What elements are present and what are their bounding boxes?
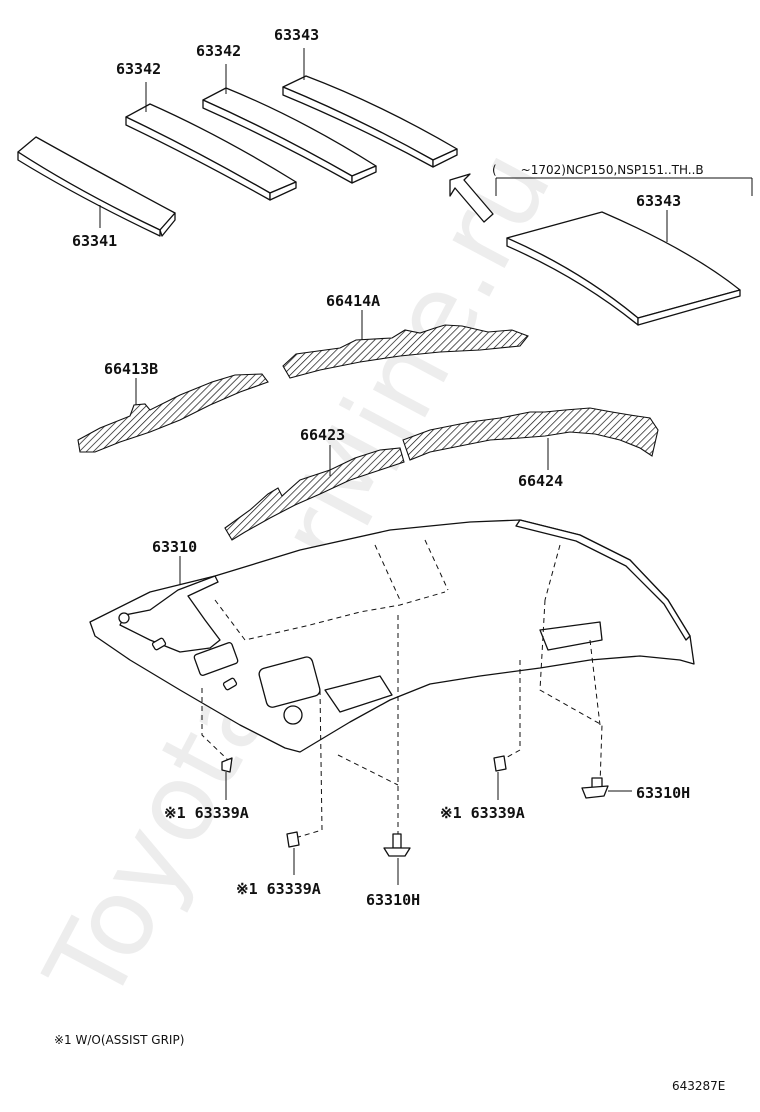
label-63310: 63310 xyxy=(152,538,197,556)
bracket-66413B[interactable] xyxy=(77,373,269,453)
label-63343-top: 63343 xyxy=(274,26,319,44)
label-66424: 66424 xyxy=(518,472,563,490)
pad-63343-variant[interactable] xyxy=(506,211,741,326)
label-63342-right: 63342 xyxy=(196,42,241,60)
bracket-66423[interactable] xyxy=(224,447,405,541)
fastener-63310H-right[interactable] xyxy=(581,777,609,799)
label-63342-left: 63342 xyxy=(116,60,161,78)
label-63339A-center: ※1 63339A xyxy=(236,880,321,898)
clip-63339A-right[interactable] xyxy=(493,755,507,772)
bracket-66424[interactable] xyxy=(402,407,659,461)
footnote: ※1 W/O(ASSIST GRIP) xyxy=(54,1033,184,1047)
pad-63341[interactable] xyxy=(17,136,176,237)
label-63310H-right: 63310H xyxy=(636,784,690,802)
label-63310H-center: 63310H xyxy=(366,891,420,909)
fastener-63310H-center[interactable] xyxy=(383,833,411,857)
label-63343-side: 63343 xyxy=(636,192,681,210)
label-63341: 63341 xyxy=(72,232,117,250)
clip-63339A-center[interactable] xyxy=(286,831,300,848)
variant-bracket xyxy=(495,177,753,196)
clip-63339A-left[interactable] xyxy=(221,757,233,773)
label-66423: 66423 xyxy=(300,426,345,444)
label-66413B: 66413B xyxy=(104,360,158,378)
arrow-icon xyxy=(449,173,494,223)
bracket-66414A[interactable] xyxy=(282,324,529,379)
diagram-code: 643287E xyxy=(672,1079,725,1093)
label-63339A-right: ※1 63339A xyxy=(440,804,525,822)
headliner-63310[interactable] xyxy=(89,519,695,753)
pad-63342-left[interactable] xyxy=(125,103,297,201)
pad-63343-top[interactable] xyxy=(282,75,458,168)
label-63339A-left: ※1 63339A xyxy=(164,804,249,822)
variant-note: ( ~1702)NCP150,NSP151..TH..B xyxy=(492,163,704,177)
pad-63342-right[interactable] xyxy=(202,87,377,184)
label-66414A: 66414A xyxy=(326,292,380,310)
